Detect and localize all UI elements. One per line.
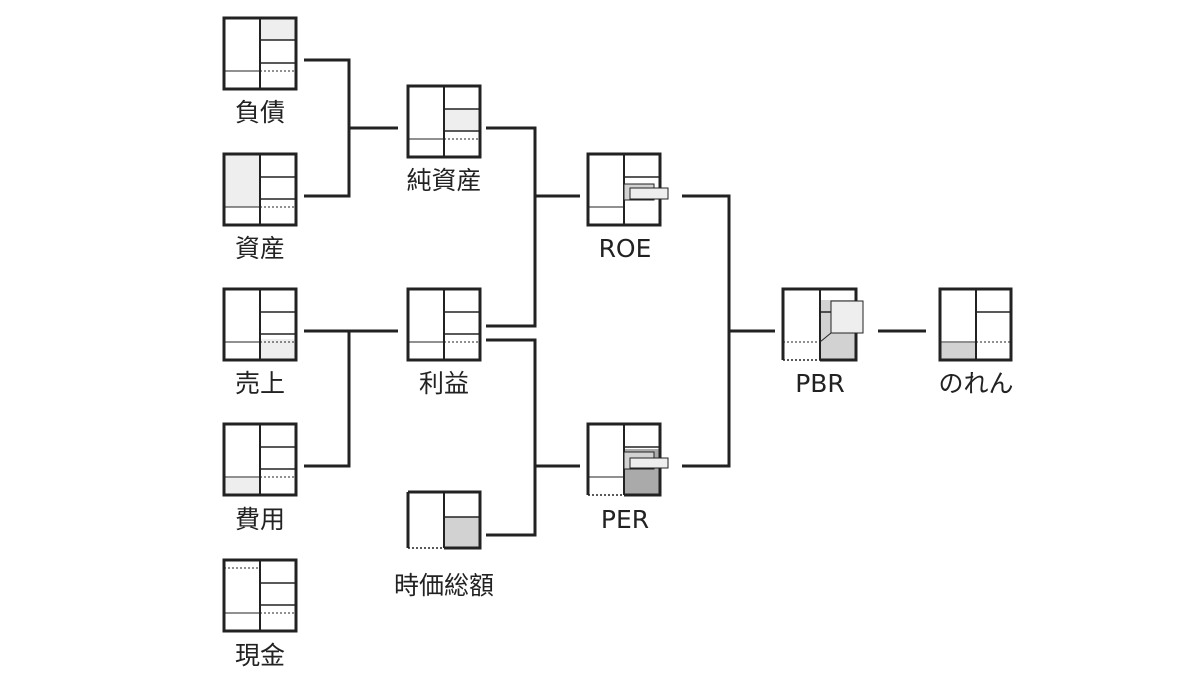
node-pbr: PBR: [781, 287, 864, 398]
connector-roe-per-to-pbr: [682, 194, 731, 468]
node-uriage: 売上: [222, 287, 298, 398]
node-hiyou: 費用: [222, 422, 298, 534]
connector-uriage-hiyou-to-rieki: [304, 329, 351, 468]
ratio-icon: [586, 152, 669, 227]
node-jikasougaku: 時価総額: [394, 490, 494, 600]
node-label-roe: ROE: [599, 234, 652, 263]
node-label-rieki: 利益: [419, 369, 469, 398]
node-label-per: PER: [601, 505, 649, 534]
node-genkin: 現金: [222, 558, 298, 670]
node-label-jikasougaku: 時価総額: [394, 571, 494, 600]
balance-sheet-icon: [222, 152, 298, 227]
node-junshisan: 純資産: [406, 84, 482, 195]
connector-lines: [304, 58, 926, 537]
balance-sheet-icon: [222, 16, 298, 91]
node-noren: のれん: [938, 287, 1014, 398]
balance-sheet-icon: [406, 287, 482, 362]
node-label-pbr: PBR: [795, 369, 845, 398]
balance-sheet-icon: [406, 490, 482, 550]
connector-fusai-shisan-to-junshisan: [304, 58, 351, 198]
node-per: PER: [586, 422, 669, 534]
balance-sheet-icon: [222, 422, 298, 497]
node-label-fusai: 負債: [235, 98, 285, 127]
node-label-noren: のれん: [938, 369, 1013, 398]
balance-sheet-icon: [406, 84, 482, 159]
node-label-uriage: 売上: [235, 369, 285, 398]
ratio-icon: [781, 287, 864, 362]
node-label-shisan: 資産: [235, 234, 285, 263]
node-label-genkin: 現金: [235, 641, 285, 670]
node-fusai: 負債: [222, 16, 298, 127]
node-shisan: 資産: [222, 152, 298, 263]
node-label-hiyou: 費用: [235, 505, 285, 534]
balance-sheet-icon: [938, 287, 1013, 362]
node-roe: ROE: [586, 152, 669, 263]
node-label-junshisan: 純資産: [406, 166, 481, 195]
connector-rieki-jika-to-per: [486, 338, 537, 537]
node-rieki: 利益: [406, 287, 482, 398]
balance-sheet-icon: [222, 287, 298, 362]
ratio-icon: [586, 422, 669, 497]
balance-sheet-icon: [222, 558, 298, 633]
connector-junshisan-rieki-to-roe: [486, 126, 537, 328]
